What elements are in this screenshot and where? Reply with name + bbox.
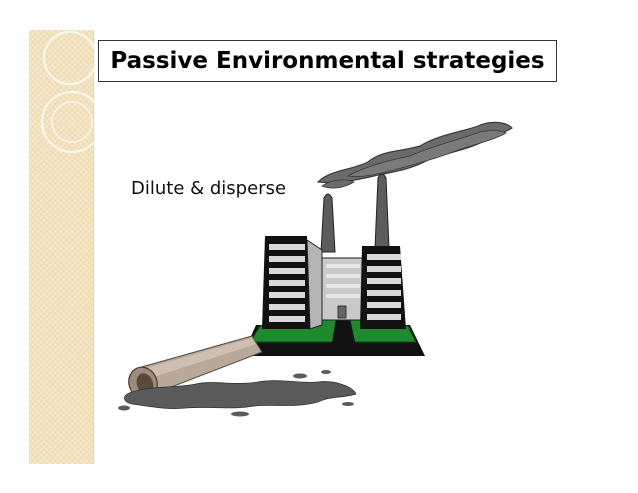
bullet-text: Dilute & disperse — [131, 178, 287, 199]
factory-building-icon — [262, 236, 406, 330]
chimney-icon — [320, 173, 390, 253]
pollution-spill-icon — [118, 370, 357, 417]
side-band-edge — [93, 30, 94, 464]
ring-icon — [51, 101, 93, 143]
page-title: Passive Environmental strategies — [110, 48, 545, 74]
title-box: Passive Environmental strategies — [98, 40, 557, 82]
smoke-cloud-icon — [316, 121, 513, 189]
ring-icon — [43, 31, 97, 85]
ring-icon — [41, 91, 103, 153]
decorative-side-band — [29, 30, 93, 464]
outflow-pipe-icon — [128, 335, 263, 400]
